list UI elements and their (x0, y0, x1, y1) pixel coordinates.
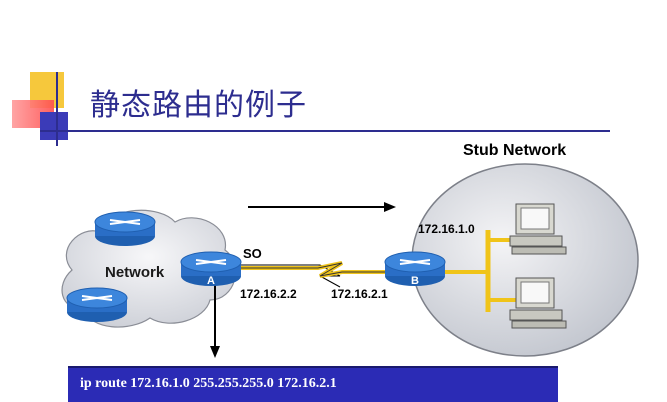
down-arrow-icon (210, 285, 220, 358)
router-icon (94, 211, 156, 246)
router-a-label: A (207, 275, 215, 287)
network-label: Network (105, 264, 165, 281)
serial-link (238, 261, 392, 288)
command-bar (68, 366, 558, 402)
route-command: ip route 172.16.1.0 255.255.255.0 172.16… (80, 376, 337, 391)
computer-icon (509, 203, 567, 255)
router-b (384, 251, 446, 286)
computer-icon (509, 277, 567, 329)
router-b-label: B (411, 275, 419, 287)
interface-label: SO (243, 246, 262, 261)
router-icon (66, 287, 128, 322)
ip-router-b: 172.16.2.1 (331, 287, 388, 301)
decorative-blue-square (40, 112, 68, 140)
page-title: 静态路由的例子 (90, 88, 307, 123)
stub-network-label: Stub Network (463, 142, 567, 159)
arrow-icon (248, 202, 396, 212)
router-a (180, 251, 242, 286)
stub-network-ip: 172.16.1.0 (418, 222, 475, 236)
title-underline (40, 130, 610, 132)
ip-router-a: 172.16.2.2 (240, 287, 297, 301)
decorative-vertical-line (56, 72, 58, 146)
